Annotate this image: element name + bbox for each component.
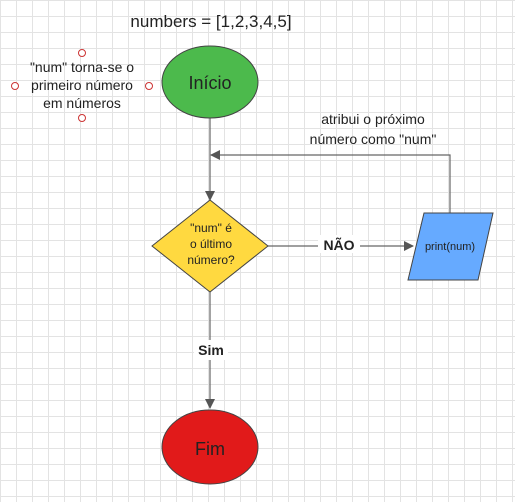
end-node-shape bbox=[161, 409, 259, 485]
connector-loop-back[interactable] bbox=[210, 150, 451, 213]
edge-label-loop-line-2: número como "num" bbox=[310, 131, 437, 147]
selection-handle-top[interactable] bbox=[78, 49, 86, 57]
start-node-shape bbox=[161, 45, 259, 119]
start-node[interactable]: Início bbox=[161, 45, 259, 119]
selection-handle-bottom[interactable] bbox=[78, 114, 86, 122]
selection-handle-left[interactable] bbox=[11, 82, 19, 90]
selection-handle-right[interactable] bbox=[145, 82, 153, 90]
decision-node[interactable]: "num" é o último número? bbox=[151, 199, 269, 293]
end-node[interactable]: Fim bbox=[161, 409, 259, 485]
edge-label-yes: Sim bbox=[198, 342, 224, 358]
note-line-3: em números bbox=[43, 95, 121, 111]
print-node-shape bbox=[407, 212, 494, 281]
edge-label-no: NÃO bbox=[323, 236, 354, 253]
decision-node-shape bbox=[151, 199, 269, 293]
start-node-label: Início bbox=[188, 73, 231, 93]
edge-label-loop-line-1: atribui o próximo bbox=[321, 111, 425, 127]
print-node-label: print(num) bbox=[425, 241, 475, 253]
note-line-1: "num" torna-se o bbox=[30, 59, 134, 75]
note-line-2: primeiro número bbox=[31, 77, 133, 93]
decision-label-line-1: "num" é bbox=[190, 221, 232, 235]
decision-label-line-3: número? bbox=[187, 253, 235, 267]
print-node[interactable]: print(num) bbox=[407, 212, 494, 281]
end-node-label: Fim bbox=[195, 439, 225, 459]
diagram-title: numbers = [1,2,3,4,5] bbox=[130, 12, 291, 31]
decision-label-line-2: o último bbox=[190, 237, 232, 251]
annotation-note[interactable]: "num" torna-se o primeiro número em núme… bbox=[11, 49, 153, 122]
